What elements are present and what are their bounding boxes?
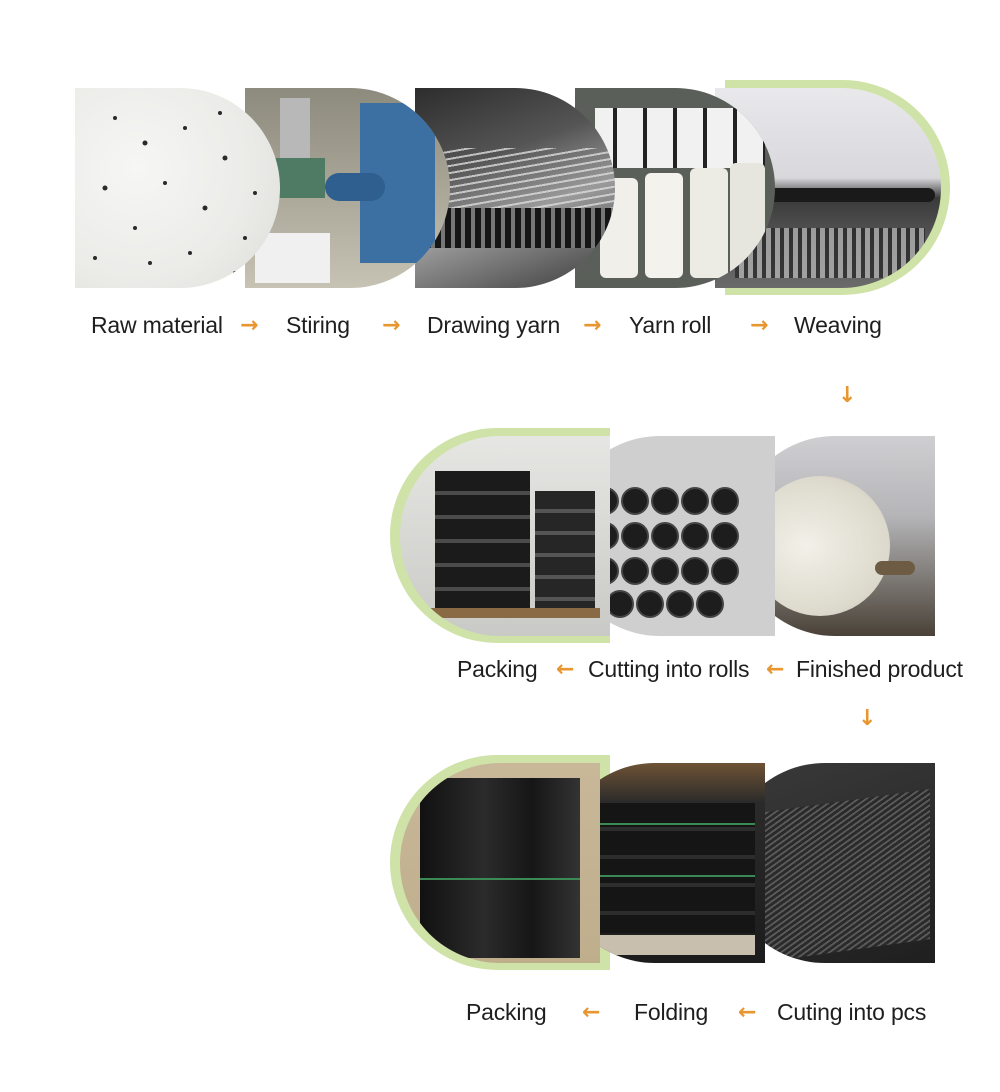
row2-photo-strip [390, 428, 935, 643]
arrow-down-1: ↓ [838, 383, 857, 408]
step-packing-rolls: Packing [457, 656, 538, 682]
arrow-right-1: → [240, 313, 259, 338]
arrow-right-2: → [382, 313, 401, 338]
roll-stack-graphic [591, 487, 739, 618]
step-yarn-roll: Yarn roll [629, 312, 712, 338]
step-raw-material: Raw material [91, 312, 223, 338]
photo-raw-material [75, 88, 280, 288]
step-drawing-yarn: Drawing yarn [427, 312, 561, 338]
step-folding: Folding [634, 999, 709, 1025]
arrow-down-2: ↓ [858, 706, 877, 731]
arrow-right-4: → [750, 313, 769, 338]
arrow-right-3: → [583, 313, 602, 338]
arrow-left-2: ← [766, 657, 785, 682]
step-cuting-into-pcs: Cuting into pcs [777, 999, 927, 1025]
pellet-dots [93, 111, 257, 275]
photo-drawing-yarn [415, 88, 615, 288]
arrow-left-1: ← [556, 657, 575, 682]
photo-packing-rolls [400, 436, 610, 636]
photo-packing-bags [400, 763, 600, 963]
step-finished-product: Finished product [796, 656, 963, 682]
step-weaving: Weaving [794, 312, 882, 338]
step-packing-bags: Packing [466, 999, 547, 1025]
step-cutting-into-rolls: Cutting into rolls [588, 656, 750, 682]
arrow-left-4: ← [738, 1000, 757, 1025]
row1-photo-strip [75, 80, 950, 295]
arrow-left-3: ← [582, 1000, 601, 1025]
step-stiring: Stiring [286, 312, 350, 338]
row3-photo-strip [390, 755, 935, 970]
